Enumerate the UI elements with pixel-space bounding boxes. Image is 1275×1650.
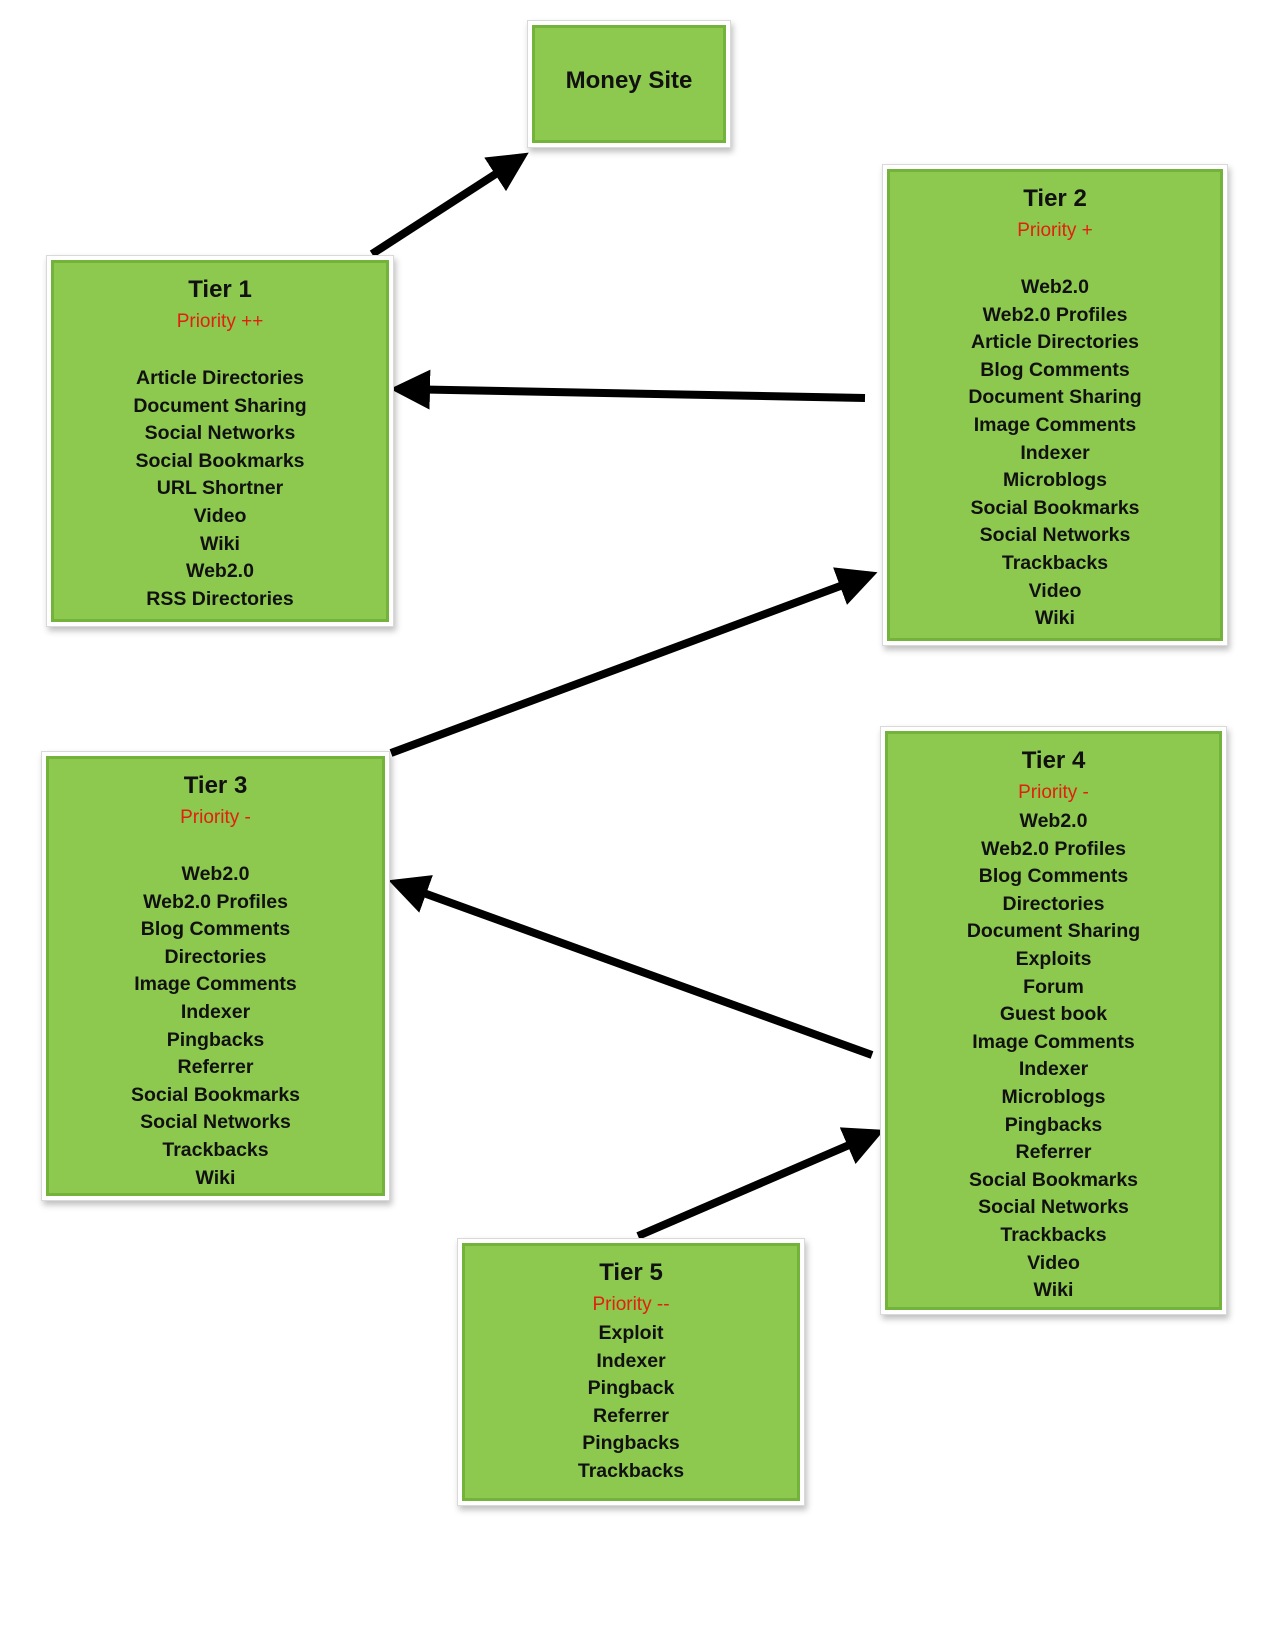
list-item: Trackbacks <box>577 1459 685 1482</box>
list-item: Pingbacks <box>1004 1113 1103 1136</box>
list-item: Indexer <box>180 1000 251 1023</box>
tier2-item-list: Web2.0 Web2.0 Profiles Article Directori… <box>890 274 1220 633</box>
tier2-box: Tier 2 Priority + Web2.0 Web2.0 Profiles… <box>883 165 1227 645</box>
arrow-tier2-to-tier1 <box>390 369 866 410</box>
list-item: URL Shortner <box>156 477 284 500</box>
list-item: Trackbacks <box>162 1138 269 1161</box>
tier3-title: Tier 3 <box>183 772 248 799</box>
list-item: Blog Comments <box>140 918 291 941</box>
list-item: Web2.0 <box>1019 810 1088 832</box>
list-item: Image Comments <box>973 413 1137 436</box>
list-item: Web2.0 Profiles <box>981 837 1126 860</box>
tier4-item-list: Web2.0 Web2.0 Profiles Blog Comments Dir… <box>888 808 1219 1305</box>
list-item: Social Networks <box>144 422 296 445</box>
arrow-tier3-to-tier2 <box>389 567 878 757</box>
list-item: Microblogs <box>1001 1085 1106 1108</box>
money-site-box: Money Site <box>528 21 730 147</box>
list-item: Web2.0 <box>1021 276 1089 298</box>
list-item: Video <box>193 504 247 527</box>
list-item: Wiki <box>200 532 240 555</box>
list-item: Wiki <box>1035 607 1075 630</box>
tier3-item-list: Web2.0 Web2.0 Profiles Blog Comments Dir… <box>49 861 382 1192</box>
list-item: Social Bookmarks <box>968 1168 1139 1191</box>
list-item: Exploits <box>1015 947 1092 970</box>
list-item: Blog Comments <box>978 865 1129 888</box>
list-item: Document Sharing <box>966 920 1141 943</box>
tier4-priority: Priority - <box>1018 782 1089 803</box>
list-item: Document Sharing <box>133 394 307 417</box>
list-item: Guest book <box>999 1003 1108 1026</box>
list-item: Referrer <box>593 1404 669 1427</box>
tier4-box: Tier 4 Priority - Web2.0 Web2.0 Profiles… <box>881 727 1226 1314</box>
list-item: Pingback <box>587 1377 675 1400</box>
list-item: Image Comments <box>134 973 297 996</box>
tier2-priority: Priority + <box>1017 220 1093 241</box>
list-item: Indexer <box>1020 441 1090 464</box>
tier5-item-list: Exploit Indexer Pingback Referrer Pingba… <box>465 1320 797 1486</box>
arrow-tier4-to-tier3 <box>388 875 874 1059</box>
tier5-title: Tier 5 <box>599 1259 663 1286</box>
list-item: Forum <box>1023 975 1084 998</box>
list-item: Blog Comments <box>980 358 1130 381</box>
list-item: Trackbacks <box>1000 1223 1107 1246</box>
tier1-title: Tier 1 <box>188 276 252 303</box>
list-item: Pingbacks <box>166 1028 265 1051</box>
list-item: Directories <box>1002 892 1105 915</box>
tier5-box: Tier 5 Priority -- Exploit Indexer Pingb… <box>458 1239 804 1505</box>
list-item: Article Directories <box>971 331 1139 354</box>
tier1-priority: Priority ++ <box>176 311 264 332</box>
list-item: Web2.0 <box>186 560 254 583</box>
list-item: Wiki <box>195 1166 236 1189</box>
list-item: Trackbacks <box>1001 551 1109 574</box>
list-item: Article Directories <box>136 367 304 389</box>
list-item: Web2.0 <box>181 863 250 885</box>
list-item: Referrer <box>1015 1141 1092 1164</box>
arrow-tier5-to-tier4 <box>636 1127 885 1240</box>
list-item: Indexer <box>596 1349 666 1372</box>
list-item: Document Sharing <box>968 386 1142 409</box>
list-item: Social Networks <box>978 1196 1129 1219</box>
tier3-priority: Priority - <box>180 807 251 828</box>
list-item: Social Networks <box>979 524 1131 547</box>
tier2-title: Tier 2 <box>1023 185 1087 212</box>
list-item: Image Comments <box>972 1030 1135 1053</box>
tier5-priority: Priority -- <box>592 1294 670 1315</box>
list-item: Referrer <box>177 1056 254 1079</box>
list-item: Exploit <box>598 1322 664 1344</box>
list-item: Indexer <box>1018 1058 1089 1081</box>
list-item: Social Networks <box>140 1111 291 1134</box>
list-item: Social Bookmarks <box>970 496 1140 519</box>
tier1-box: Tier 1 Priority ++ Article Directories D… <box>47 256 393 626</box>
list-item: Wiki <box>1033 1279 1074 1302</box>
arrow-tier1-to-money-site <box>369 152 529 258</box>
list-item: Directories <box>164 945 267 968</box>
list-item: Video <box>1027 1251 1080 1274</box>
tier1-item-list: Article Directories Document Sharing Soc… <box>54 365 386 613</box>
list-item: Social Bookmarks <box>135 449 305 472</box>
list-item: Microblogs <box>1002 469 1107 492</box>
tier3-box: Tier 3 Priority - Web2.0 Web2.0 Profiles… <box>42 752 389 1200</box>
list-item: Video <box>1028 579 1082 602</box>
money-site-label: Money Site <box>565 67 693 94</box>
list-item: Social Bookmarks <box>130 1083 301 1106</box>
list-item: Web2.0 Profiles <box>982 303 1128 326</box>
list-item: Pingbacks <box>582 1432 680 1455</box>
list-item: Web2.0 Profiles <box>143 890 288 913</box>
tier4-title: Tier 4 <box>1021 747 1086 774</box>
list-item: RSS Directories <box>146 587 294 610</box>
